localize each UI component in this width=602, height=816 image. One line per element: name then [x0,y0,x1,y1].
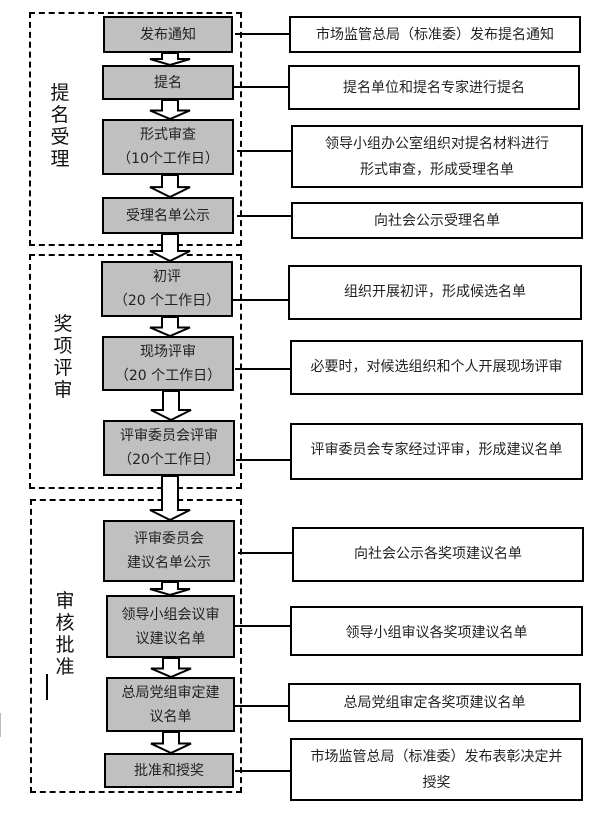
step-preliminary-review: 初评 （20 个工作日） [101,261,233,317]
desc-formal-review: 领导小组办公室组织对提名材料进行 形式审查，形成受理名单 [291,125,583,188]
connector-line [234,86,290,88]
desc-preliminary-review: 组织开展初评，形成候选名单 [288,265,582,320]
desc-committee-review: 评审委员会专家经过评审，形成建议名单 [290,423,583,480]
phase-nomination-acceptance [29,12,242,246]
connector-line [237,215,292,217]
connector-line [235,33,290,35]
desc-party-group-approval: 总局党组审定各奖项建议名单 [288,683,581,722]
desc-approval-and-award: 市场监管总局（标准委）发布表彰决定并 授奖 [290,738,583,801]
desc-text: 必要时，对候选组织和个人开展现场评审 [310,359,563,375]
desc-onsite-review: 必要时，对候选组织和个人开展现场评审 [290,340,583,395]
step-text: 总局党组审定建 [121,684,220,701]
desc-text: 授奖 [422,774,451,791]
step-text: 现场评审 [140,343,196,360]
phase-label-approval: 审核批准 [55,590,75,678]
step-formal-review: 形式审查 （10个工作日） [102,119,234,175]
step-duration: （10个工作日） [117,151,219,167]
desc-text: 市场监管总局（标准委）发布表彰决定并 [310,748,563,765]
desc-publish-notice: 市场监管总局（标准委）发布提名通知 [289,16,581,53]
step-text: 提名 [154,74,182,91]
desc-text: 总局党组审定各奖项建议名单 [343,694,526,711]
step-text: 批准和授奖 [134,762,204,779]
phase-approval [30,499,242,793]
desc-text: 组织开展初评，形成候选名单 [344,284,526,300]
step-text: 形式审查 [140,127,196,143]
desc-leadership-group-review: 领导小组审议各奖项建议名单 [290,606,583,656]
step-leadership-group-review: 领导小组会议审 议建议名单 [106,595,235,658]
step-text: 初评 [153,269,181,285]
desc-text: 形式审查，形成受理名单 [360,161,514,178]
desc-nomination: 提名单位和提名专家进行提名 [288,65,580,110]
stray-line-mark [46,674,48,700]
step-duration: （20个工作日） [118,452,220,468]
desc-text: 提名单位和提名专家进行提名 [343,79,525,96]
step-party-group-approval: 总局党组审定建 议名单 [106,677,235,732]
step-committee-review: 评审委员会评审 （20个工作日） [103,420,235,476]
step-text: 建议名单公示 [127,555,211,571]
step-approval-and-award: 批准和授奖 [104,753,234,788]
step-text: 评审委员会评审 [120,428,218,444]
step-text: 议名单 [149,708,192,725]
connector-line [238,552,294,554]
connector-line [237,150,292,152]
connector-line [235,368,291,370]
connector-line [235,625,291,627]
step-text: 发布通知 [140,26,196,43]
desc-acceptance-list-publicity: 向社会公示受理名单 [291,202,583,239]
step-duration: （20 个工作日） [113,293,221,309]
desc-text: 市场监管总局（标准委）发布提名通知 [316,26,554,43]
step-acceptance-list-publicity: 受理名单公示 [102,197,234,234]
connector-line [233,299,289,301]
desc-text: 向社会公示受理名单 [374,212,500,229]
desc-recommendation-list-publicity: 向社会公示各奖项建议名单 [292,527,584,582]
phase-award-review [29,254,242,489]
desc-text: 评审委员会专家经过评审，形成建议名单 [310,442,563,458]
step-text: 领导小组会议审 [121,606,220,623]
step-text: 议建议名单 [135,630,206,647]
connector-line [235,770,291,772]
desc-text: 向社会公示各奖项建议名单 [354,546,522,562]
desc-text: 领导小组审议各奖项建议名单 [345,625,528,641]
step-nomination: 提名 [102,65,234,100]
desc-text: 领导小组办公室组织对提名材料进行 [325,135,549,152]
step-recommendation-list-publicity: 评审委员会 建议名单公示 [103,520,235,582]
step-text: 评审委员会 [134,531,204,547]
edge-line-mark [0,713,1,737]
step-onsite-review: 现场评审 （20 个工作日） [102,336,234,391]
connector-line [235,705,290,707]
step-duration: （20 个工作日） [114,367,222,384]
step-publish-notice: 发布通知 [103,16,233,53]
connector-line [236,459,291,461]
phase-label-nomination-acceptance: 提名受理 [50,82,70,170]
phase-label-award-review: 奖项评审 [53,313,73,401]
step-text: 受理名单公示 [126,207,210,224]
